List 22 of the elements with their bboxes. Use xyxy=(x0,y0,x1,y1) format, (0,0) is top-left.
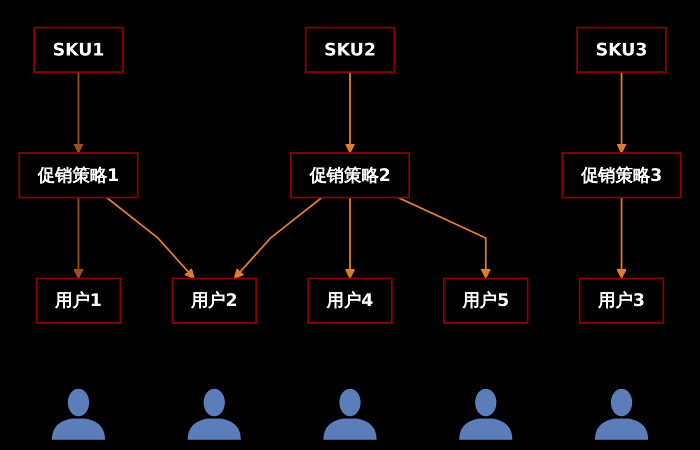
text-box: 用户1 xyxy=(36,278,122,324)
arrow xyxy=(398,196,491,279)
person-icon xyxy=(594,388,648,440)
person-icon xyxy=(323,388,377,440)
arrow xyxy=(616,72,627,154)
person-icon xyxy=(459,388,512,440)
arrow xyxy=(234,196,322,279)
text-box: 用户3 xyxy=(578,278,664,324)
text-box: SKU1 xyxy=(33,26,124,73)
arrow xyxy=(73,198,84,279)
arrow xyxy=(73,72,84,154)
arrow xyxy=(344,198,356,279)
text-box: SKU3 xyxy=(576,26,667,73)
person-icon xyxy=(188,388,241,440)
arrow xyxy=(344,72,356,154)
text-box: 用户5 xyxy=(443,278,528,324)
text-box: 用户4 xyxy=(307,278,393,324)
person-icon xyxy=(52,388,106,440)
arrow xyxy=(616,198,627,279)
text-box: SKU2 xyxy=(304,26,396,73)
arrow xyxy=(106,196,195,279)
text-box: 用户2 xyxy=(172,278,257,324)
